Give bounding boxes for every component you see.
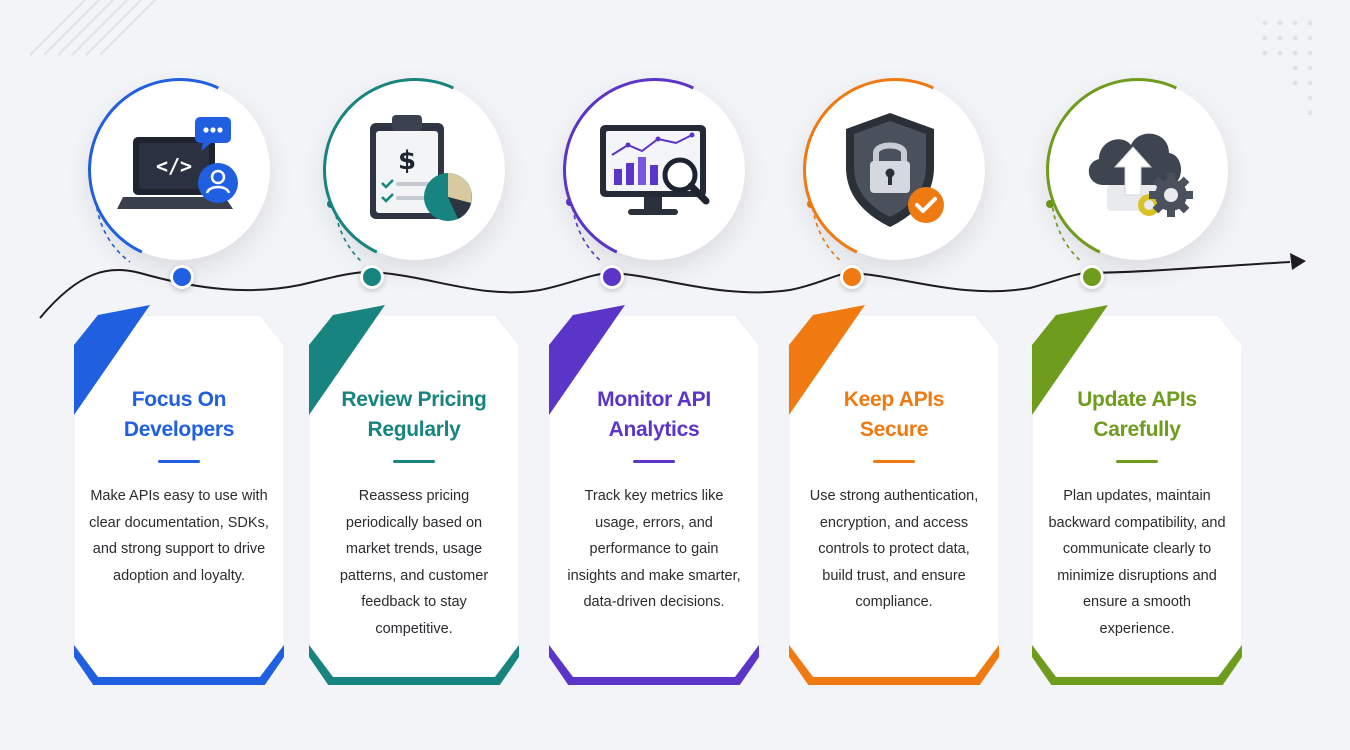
shield-lock-icon [846, 113, 944, 227]
decorative-lines [30, 0, 156, 56]
step-description: Track key metrics like usage, errors, an… [567, 488, 741, 610]
card-shape [1031, 305, 1243, 685]
card-shape [788, 305, 1000, 685]
timeline-marker [1080, 265, 1104, 289]
pricing-clipboard-icon: $ [370, 115, 472, 221]
decorative-dot-grid [1262, 20, 1313, 116]
step-description: Plan updates, maintain backward compatib… [1048, 488, 1226, 637]
icon-circle: </> [62, 52, 298, 288]
svg-text:</>: </> [156, 154, 192, 178]
card-shape [73, 305, 285, 685]
cloud-upload-gear-icon [1088, 133, 1193, 217]
title-divider [633, 460, 675, 463]
icon-circle: $ [297, 52, 533, 288]
title-divider [1116, 460, 1158, 463]
step-description: Make APIs easy to use with clear documen… [89, 488, 269, 584]
icon-circle [777, 52, 1013, 288]
svg-text:$: $ [398, 146, 416, 176]
timeline-marker [170, 265, 194, 289]
title-divider [158, 460, 200, 463]
icon-circle-ring [777, 52, 1013, 288]
icon-circle-ring [1020, 52, 1256, 288]
timeline-marker [360, 265, 384, 289]
laptop-code-icon: </> [117, 117, 238, 209]
icon-circle [537, 52, 773, 288]
step-description: Reassess pricing periodically based on m… [339, 488, 489, 637]
timeline-marker [600, 265, 624, 289]
title-divider [873, 460, 915, 463]
step-description: Use strong authentication, encryption, a… [809, 488, 979, 610]
icon-circle-ring [537, 52, 773, 288]
icon-circle-ring [297, 52, 533, 288]
analytics-monitor-icon [600, 125, 710, 215]
card-shape [308, 305, 520, 685]
icon-circle-ring [62, 52, 298, 288]
icon-circle [1020, 52, 1256, 288]
card-shape [548, 305, 760, 685]
timeline-marker [840, 265, 864, 289]
title-divider [393, 460, 435, 463]
